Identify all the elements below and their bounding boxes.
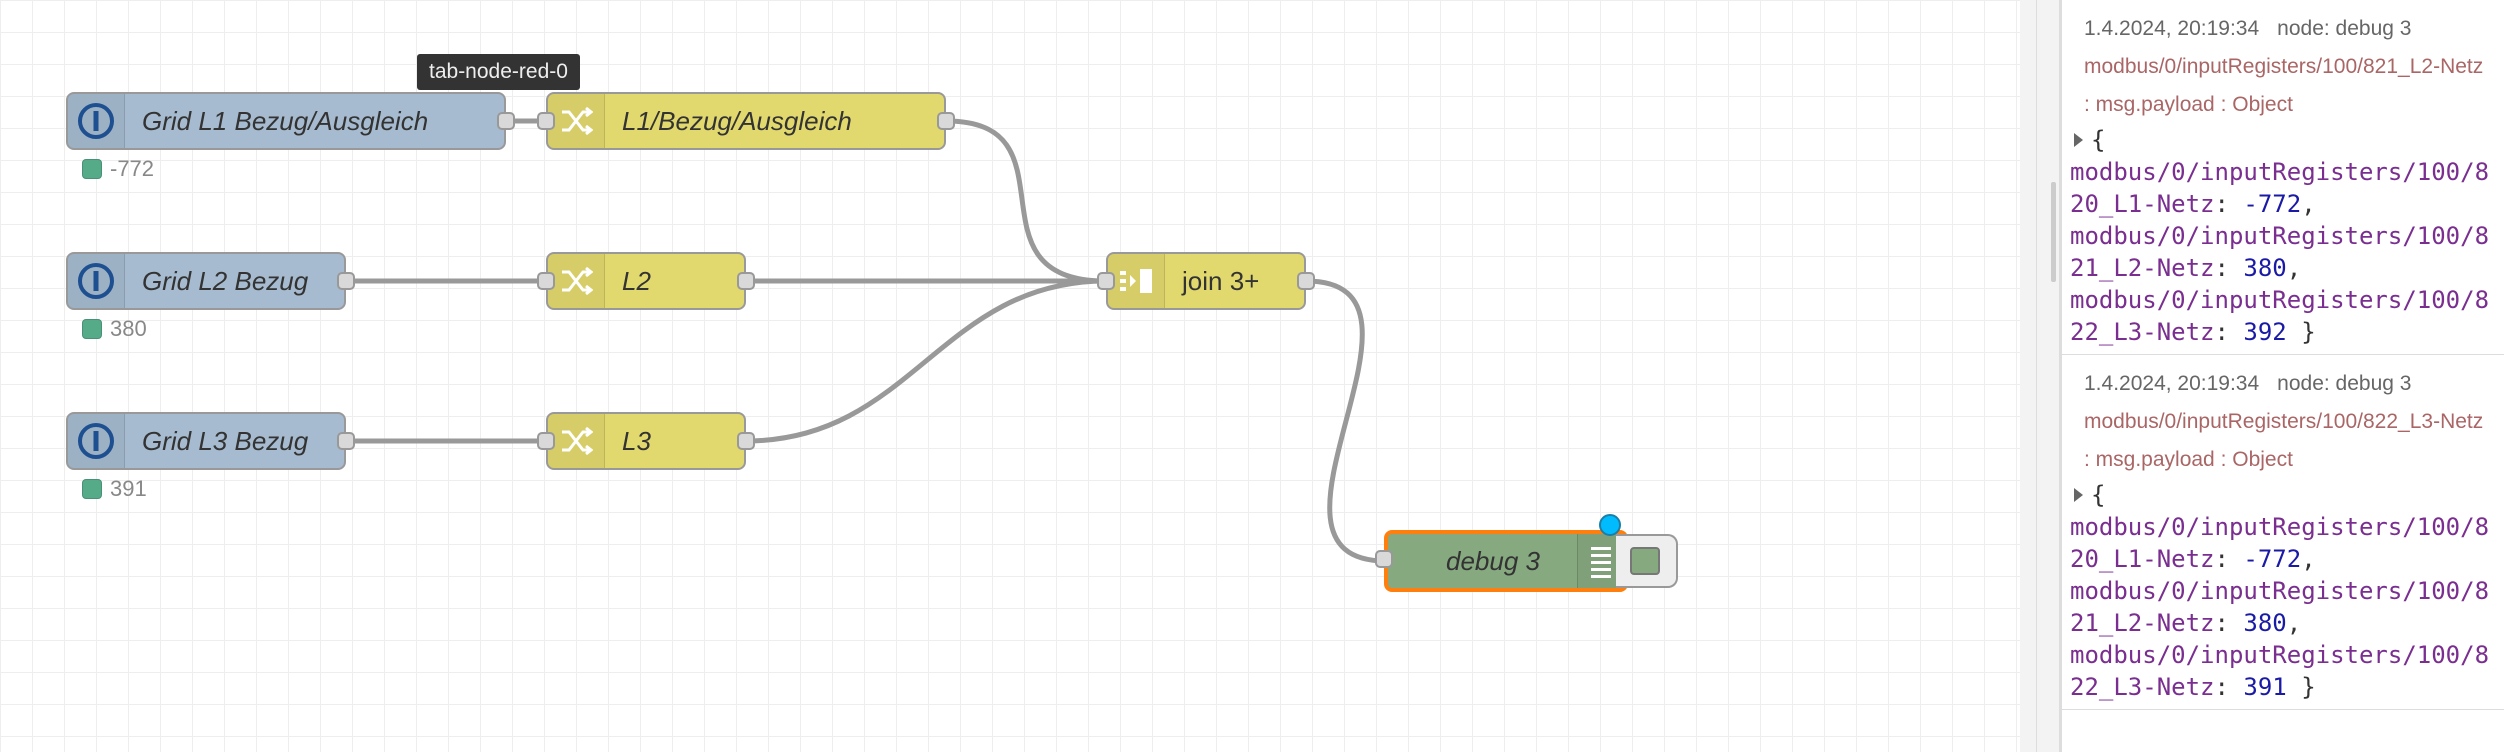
- payload-line: modbus/0/inputRegisters/100/821_L2-Netz:…: [2070, 222, 2490, 282]
- toggle-indicator: [1630, 547, 1660, 575]
- node-label: Grid L2 Bezug: [142, 265, 309, 296]
- message-payload[interactable]: { modbus/0/inputRegisters/100/820_L1-Net…: [2070, 124, 2494, 348]
- caret-right-icon[interactable]: [2074, 488, 2083, 502]
- debug-message[interactable]: 1.4.2024, 20:19:34 node: debug 3 modbus/0…: [2062, 355, 2504, 710]
- message-topic: modbus/0/inputRegisters/100/821_L2-Netz …: [2084, 55, 2484, 116]
- node-label: Grid L3 Bezug: [142, 425, 309, 456]
- iobroker-icon: [68, 254, 125, 308]
- node-label: L1/Bezug/Ausgleich: [622, 105, 852, 136]
- shuffle-icon: [548, 254, 605, 308]
- shuffle-icon: [548, 414, 605, 468]
- wire-join-debug[interactable]: [1305, 278, 1387, 564]
- status-dot-icon: [82, 319, 102, 339]
- node-label: L2: [622, 265, 651, 296]
- message-node[interactable]: node: debug 3: [2277, 372, 2412, 395]
- output-port[interactable]: [1297, 272, 1315, 290]
- payload-expander[interactable]: {: [2074, 124, 2494, 156]
- node-status: 380: [82, 316, 147, 342]
- debug-toggle-button[interactable]: [1616, 534, 1678, 588]
- node-grid-l1[interactable]: Grid L1 Bezug/Ausgleich: [66, 92, 515, 150]
- message-time: 1.4.2024, 20:19:34: [2084, 372, 2260, 395]
- node-label: L3: [622, 425, 651, 456]
- node-grid-l3[interactable]: Grid L3 Bezug: [66, 412, 355, 470]
- flow-wires: [346, 118, 1387, 564]
- message-payload[interactable]: { modbus/0/inputRegisters/100/820_L1-Net…: [2070, 479, 2494, 703]
- input-port[interactable]: [537, 272, 555, 290]
- wire-l1-join[interactable]: [945, 118, 1107, 284]
- message-topic: modbus/0/inputRegisters/100/822_L3-Netz …: [2084, 410, 2484, 471]
- payload-line: modbus/0/inputRegisters/100/822_L3-Netz:…: [2070, 286, 2490, 346]
- iobroker-icon: [68, 94, 125, 148]
- node-status: -772: [82, 156, 154, 182]
- debug-sidebar: 1.4.2024, 20:19:34 node: debug 3 modbus/0…: [2060, 0, 2504, 752]
- node-change-l1[interactable]: L1/Bezug/Ausgleich: [537, 92, 955, 150]
- node-status: 391: [82, 476, 147, 502]
- input-port[interactable]: [537, 112, 555, 130]
- output-port[interactable]: [337, 432, 355, 450]
- message-meta: 1.4.2024, 20:19:34 node: debug 3: [2084, 10, 2494, 48]
- caret-right-icon[interactable]: [2074, 133, 2083, 147]
- iobroker-icon: [68, 414, 125, 468]
- workspace-scrollbar[interactable]: [2020, 0, 2036, 752]
- sidebar-splitter[interactable]: [2036, 0, 2060, 752]
- node-label: join 3+: [1182, 265, 1260, 296]
- input-port[interactable]: [1097, 272, 1115, 290]
- output-port[interactable]: [497, 112, 515, 130]
- status-dot-icon: [82, 159, 102, 179]
- payload-line: modbus/0/inputRegisters/100/822_L3-Netz:…: [2070, 641, 2490, 701]
- status-text: 391: [110, 476, 147, 501]
- status-dot-icon: [82, 479, 102, 499]
- node-grid-l2[interactable]: Grid L2 Bezug: [66, 252, 355, 310]
- payload-line: modbus/0/inputRegisters/100/820_L1-Netz:…: [2070, 158, 2490, 218]
- payload-line: modbus/0/inputRegisters/100/820_L1-Netz:…: [2070, 513, 2490, 573]
- message-time: 1.4.2024, 20:19:34: [2084, 17, 2260, 40]
- input-port[interactable]: [1375, 550, 1393, 568]
- status-text: -772: [110, 156, 155, 181]
- output-port[interactable]: [737, 272, 755, 290]
- payload-expander[interactable]: {: [2074, 479, 2494, 511]
- node-join[interactable]: join 3+: [1097, 252, 1315, 310]
- message-node[interactable]: node: debug 3: [2277, 17, 2412, 40]
- wire-l3-join[interactable]: [745, 278, 1107, 444]
- payload-line: modbus/0/inputRegisters/100/821_L2-Netz:…: [2070, 577, 2490, 637]
- changed-indicator-icon: [1599, 514, 1621, 536]
- join-icon: [1108, 254, 1165, 308]
- node-change-l2[interactable]: L2: [537, 252, 755, 310]
- input-port[interactable]: [537, 432, 555, 450]
- status-text: 380: [110, 316, 147, 341]
- node-label: Grid L1 Bezug/Ausgleich: [142, 105, 429, 136]
- output-port[interactable]: [937, 112, 955, 130]
- node-change-l3[interactable]: L3: [537, 412, 755, 470]
- node-debug[interactable]: debug 3: [1375, 530, 1628, 592]
- shuffle-icon: [548, 94, 605, 148]
- node-label: debug 3: [1446, 545, 1540, 576]
- tab-tooltip: tab-node-red-0: [417, 54, 580, 90]
- output-port[interactable]: [337, 272, 355, 290]
- splitter-grip[interactable]: [2051, 182, 2056, 282]
- flow-workspace[interactable]: tab-node-red-0 Grid L1 Bezug/Ausgleich -…: [0, 0, 2020, 752]
- message-meta: 1.4.2024, 20:19:34 node: debug 3: [2084, 365, 2494, 403]
- output-port[interactable]: [737, 432, 755, 450]
- debug-message[interactable]: 1.4.2024, 20:19:34 node: debug 3 modbus/0…: [2062, 0, 2504, 355]
